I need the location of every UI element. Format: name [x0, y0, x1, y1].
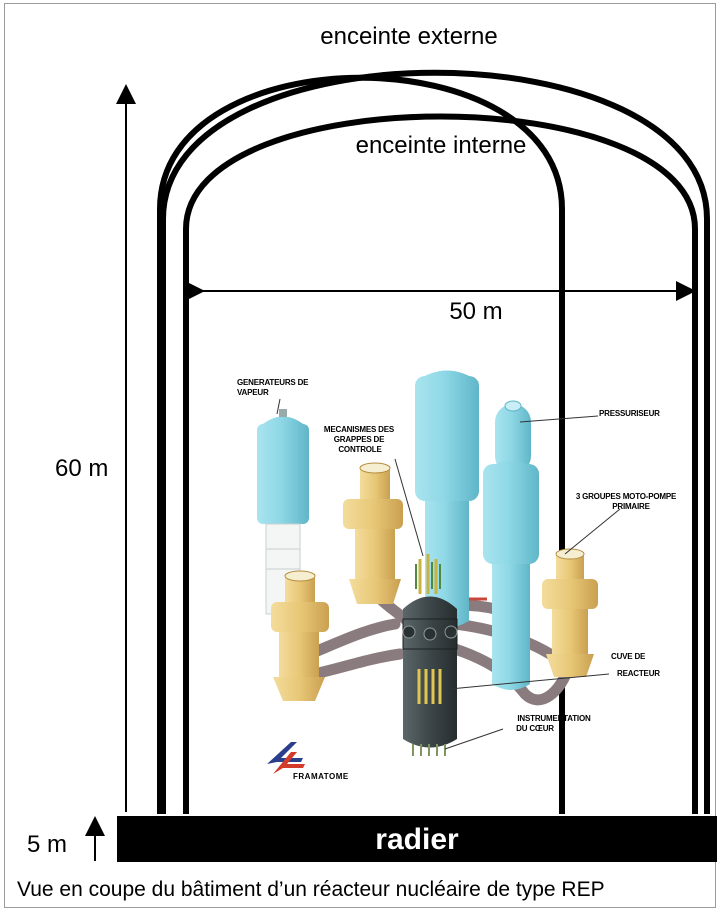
steam-generator-right [483, 460, 539, 690]
steam-generator-center [415, 370, 479, 628]
foundation-slab [117, 816, 717, 862]
control-rods-label-line3: CONTROLE [338, 445, 382, 454]
pump-center-left [343, 462, 403, 604]
framatome-logo: FRAMATOME [267, 742, 349, 781]
control-rods-label-line2: GRAPPES DE [334, 435, 385, 444]
outer-containment-label: enceinte externe [320, 23, 497, 50]
pump-right [542, 548, 598, 677]
figure-frame: radier enceinte externe enceinte interne… [4, 3, 717, 908]
inner-containment [183, 113, 698, 814]
steam-generators-label: GENERATEURS DE VAPEUR [237, 378, 310, 397]
foundation-label: radier [375, 823, 459, 856]
pump-left [271, 570, 329, 701]
figure-caption: Vue en coupe du bâtiment d’un réacteur n… [17, 878, 605, 901]
reactor-building-diagram: radier enceinte externe enceinte interne… [17, 23, 717, 901]
reactor-vessel [402, 554, 458, 756]
pumps-label: 3 GROUPES MOTO-POMPE PRIMAIRE [576, 492, 678, 511]
steam-generators-label-line1: GENERATEURS DE [237, 378, 309, 387]
framatome-logo-mark [267, 742, 303, 764]
framatome-logo-text: FRAMATOME [293, 772, 349, 781]
pumps-label-line1: 3 GROUPES MOTO-POMPE [576, 492, 677, 501]
outer-containment [160, 69, 710, 814]
control-rods-label: MECANISMES DES GRAPPES DE CONTROLE [324, 425, 396, 454]
instrumentation-label-line2: DU CŒUR [516, 724, 554, 733]
vessel-label-line1: CUVE DE [611, 652, 646, 661]
steam-generators-label-line2: VAPEUR [237, 388, 269, 397]
vessel-label-line2: REACTEUR [617, 669, 660, 678]
base-height-label: 5 m [27, 831, 67, 858]
instrumentation-label: INSTRUMENTATION DU CŒUR [516, 714, 592, 733]
control-rods-label-line1: MECANISMES DES [324, 425, 395, 434]
inner-containment-label: enceinte interne [356, 132, 527, 159]
height-label: 60 m [55, 455, 108, 482]
reactor-illustration: GENERATEURS DE VAPEUR MECANISMES DES GRA… [237, 370, 678, 781]
instrumentation-label-line1: INSTRUMENTATION [517, 714, 591, 723]
vessel-label: CUVE DE REACTEUR [611, 652, 660, 678]
pressurizer-label: PRESSURISEUR [599, 409, 660, 418]
pumps-label-line2: PRIMAIRE [612, 502, 650, 511]
width-label: 50 m [449, 298, 502, 325]
